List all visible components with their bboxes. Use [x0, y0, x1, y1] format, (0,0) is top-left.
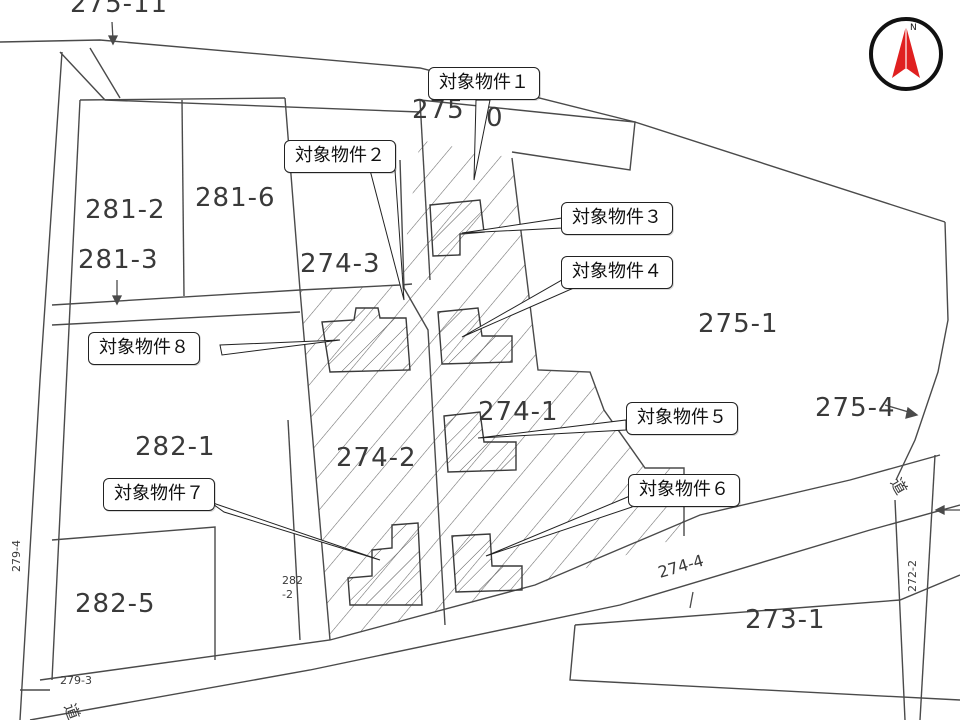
leader-8 [219, 339, 341, 356]
building-8 [321, 307, 411, 373]
parcel-274-1: 274-1 [478, 397, 559, 427]
parcel-boundaries [0, 39, 960, 720]
parcel-274-3: 274-3 [300, 249, 381, 279]
building-7 [347, 522, 423, 606]
parcel-labels: 275-11 275 0 281-2 281-6 281-3 274-3 275… [10, 0, 919, 720]
callout-target-2: 対象物件２ [284, 140, 396, 173]
parcel-275-4: 275-4 [815, 393, 896, 423]
parcel-273-1: 273-1 [745, 605, 826, 635]
callout-target-5: 対象物件５ [626, 402, 738, 435]
callout-target-8: 対象物件８ [88, 332, 200, 365]
parcel-274-2: 274-2 [336, 443, 417, 473]
parcel-274-4: 274-4 [656, 551, 706, 582]
parcel-282-2-b: -2 [282, 588, 293, 601]
callout-target-4: 対象物件４ [561, 256, 673, 289]
parcel-279-3: 279-3 [60, 674, 92, 687]
compass-letter: N [910, 23, 917, 33]
parcel-281-6: 281-6 [195, 183, 276, 213]
parcel-275-11: 275-11 [70, 0, 168, 19]
building-6 [451, 533, 523, 593]
parcel-275: 275 [412, 95, 465, 125]
building-5 [443, 411, 517, 473]
parcel-282-5: 282-5 [75, 589, 156, 619]
parcel-279-4: 279-4 [10, 540, 23, 572]
callout-target-3: 対象物件３ [561, 202, 673, 235]
callout-target-6: 対象物件６ [628, 474, 740, 507]
building-3 [429, 199, 485, 257]
parcel-275-1: 275-1 [698, 309, 779, 339]
callout-target-1: 対象物件１ [428, 67, 540, 100]
north-arrow-compass: N [869, 17, 943, 91]
parcel-282-2-a: 282 [282, 574, 303, 587]
leader-2 [369, 169, 405, 301]
building-4 [437, 307, 513, 365]
building-footprints [321, 199, 523, 606]
parcel-272-2: 272-2 [906, 560, 919, 592]
parcel-282-1: 282-1 [135, 432, 216, 462]
callout-target-7: 対象物件７ [103, 478, 215, 511]
leader-1 [473, 99, 491, 181]
road-label-bottom: 道 [60, 701, 83, 720]
boundary-arrows [107, 21, 960, 609]
parcel-281-2: 281-2 [85, 195, 166, 225]
leader-7 [209, 501, 381, 561]
road-label-right: 道 [887, 475, 911, 498]
parcel-275-b: 0 [486, 103, 504, 133]
parcel-281-3: 281-3 [78, 245, 159, 275]
